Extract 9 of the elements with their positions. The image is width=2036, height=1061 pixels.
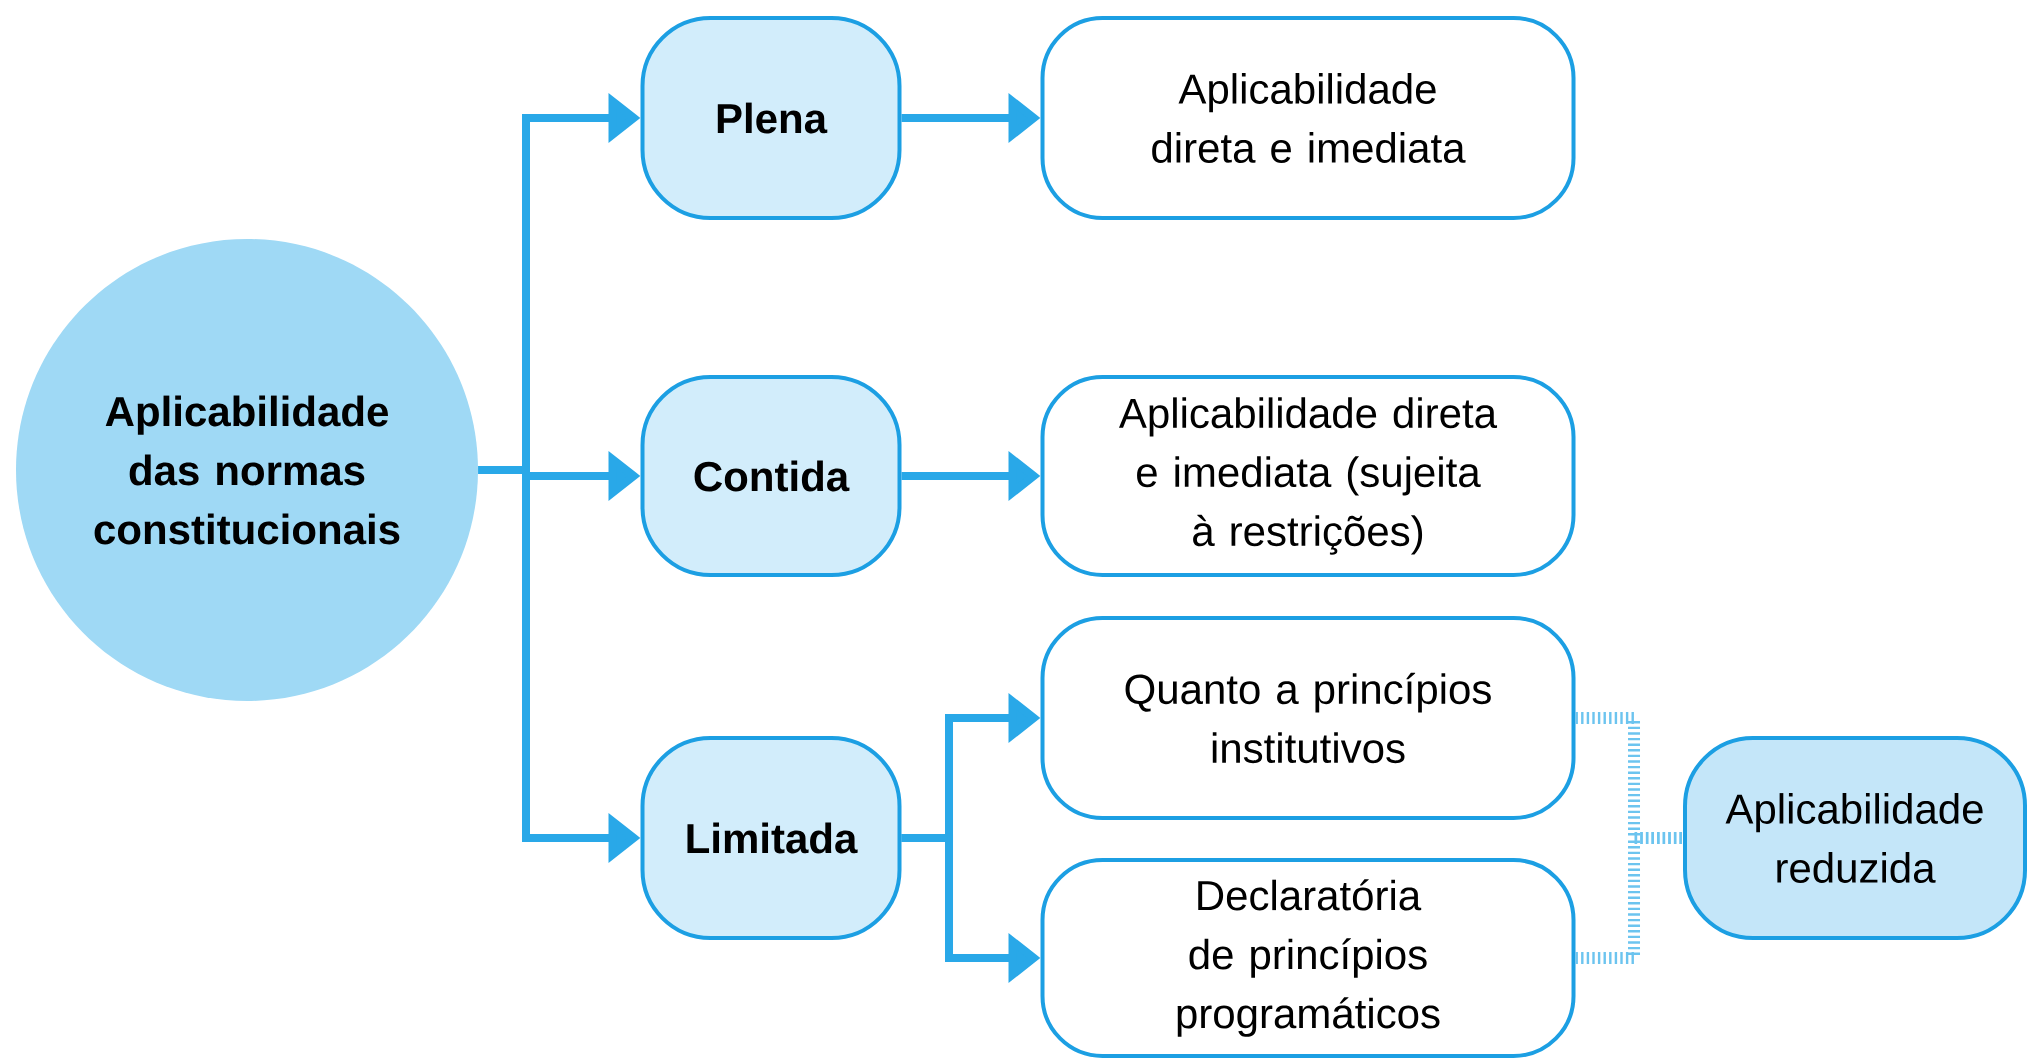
description-box: Aplicabilidade direta e imediata (sujeita à restrições)	[1040, 375, 1576, 577]
description-box: Aplicabilidade direta e imediata	[1040, 16, 1576, 220]
dotted-connector	[1575, 832, 1683, 964]
category-box: Plena	[640, 16, 902, 220]
category-box: Contida	[640, 375, 902, 577]
result-box: Aplicabilidade reduzida	[1683, 736, 2027, 940]
description-box: Quanto a princípios institutivos	[1040, 616, 1576, 820]
description-box: Declaratória de princípios programáticos	[1040, 858, 1576, 1058]
category-box: Limitada	[640, 736, 902, 940]
